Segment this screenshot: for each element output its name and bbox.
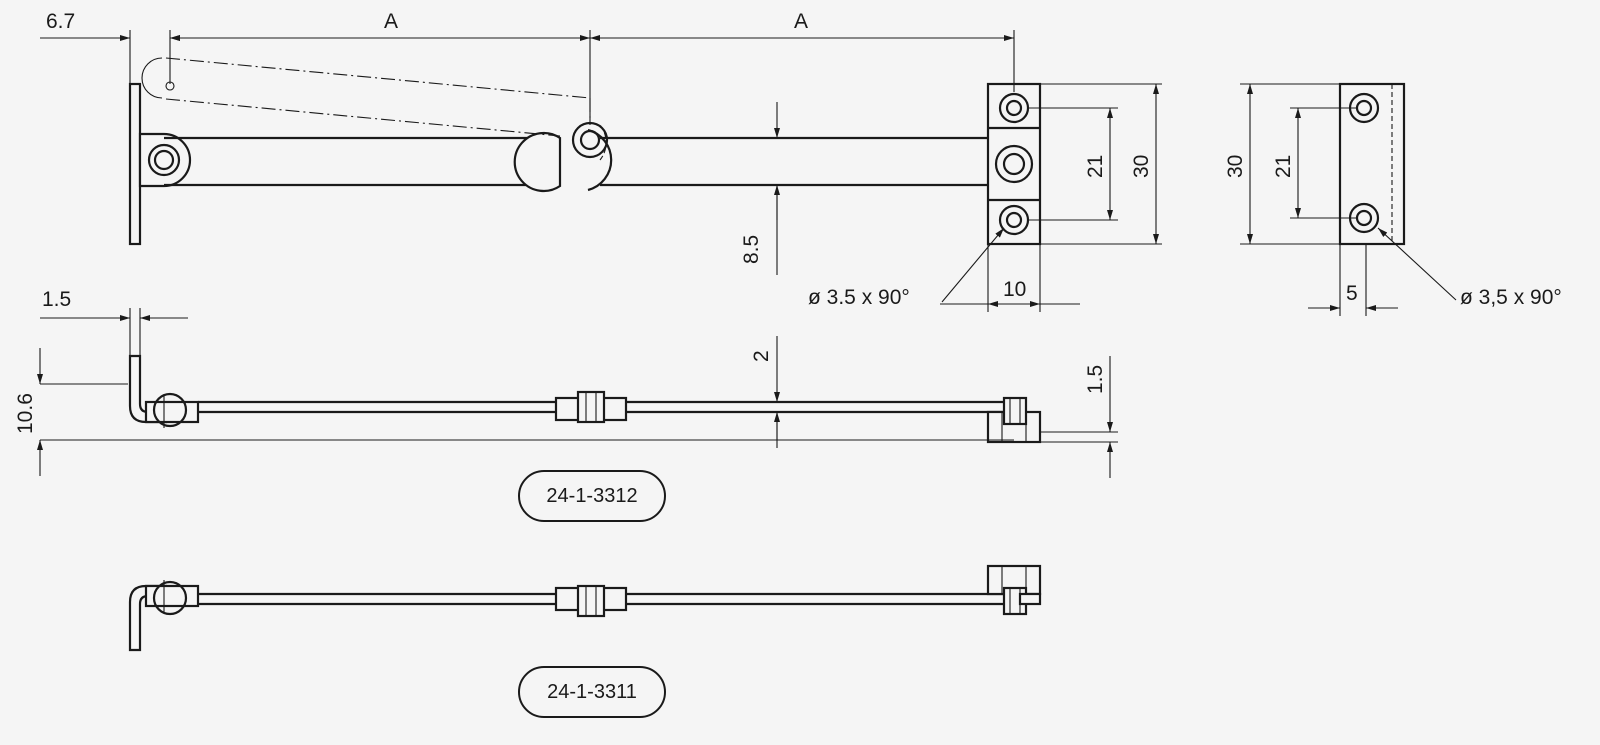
part-label-3311: 24-1-3311 [518,666,666,718]
dim-30-front: 30 [1130,155,1153,178]
dim-8-5: 8.5 [740,235,763,264]
dim-a-right: A [794,10,808,33]
dim-21-front: 21 [1084,155,1107,178]
dim-hole-front: ø 3.5 x 90° [808,286,910,309]
dim-6-7: 6.7 [46,10,75,33]
dim-30-side: 30 [1224,155,1247,178]
elevation-3312 [37,308,1118,478]
top-view [40,30,1162,312]
bracket-lug [138,132,192,188]
elevation-3311 [128,564,1042,652]
dim-hole-side: ø 3,5 x 90° [1460,286,1562,309]
pivot-left-icon [147,143,181,177]
dim-1-5-bracket: 1.5 [42,288,71,311]
dim-21-side: 21 [1272,155,1295,178]
dim-1-5-right: 1.5 [1084,365,1107,394]
dim-2: 2 [750,350,773,362]
dim-5: 5 [1346,282,1358,305]
dim-10: 10 [1003,278,1026,301]
bracket-plate [128,82,142,246]
dim-a-left: A [384,10,398,33]
side-view [1240,82,1457,316]
dim-10-6: 10.6 [14,393,37,434]
dimension-labels: 6.7 A A 8.5 21 30 10 ø 3.5 x 90° 30 21 5… [14,10,1562,434]
part-label-3312: 24-1-3312 [518,470,666,522]
